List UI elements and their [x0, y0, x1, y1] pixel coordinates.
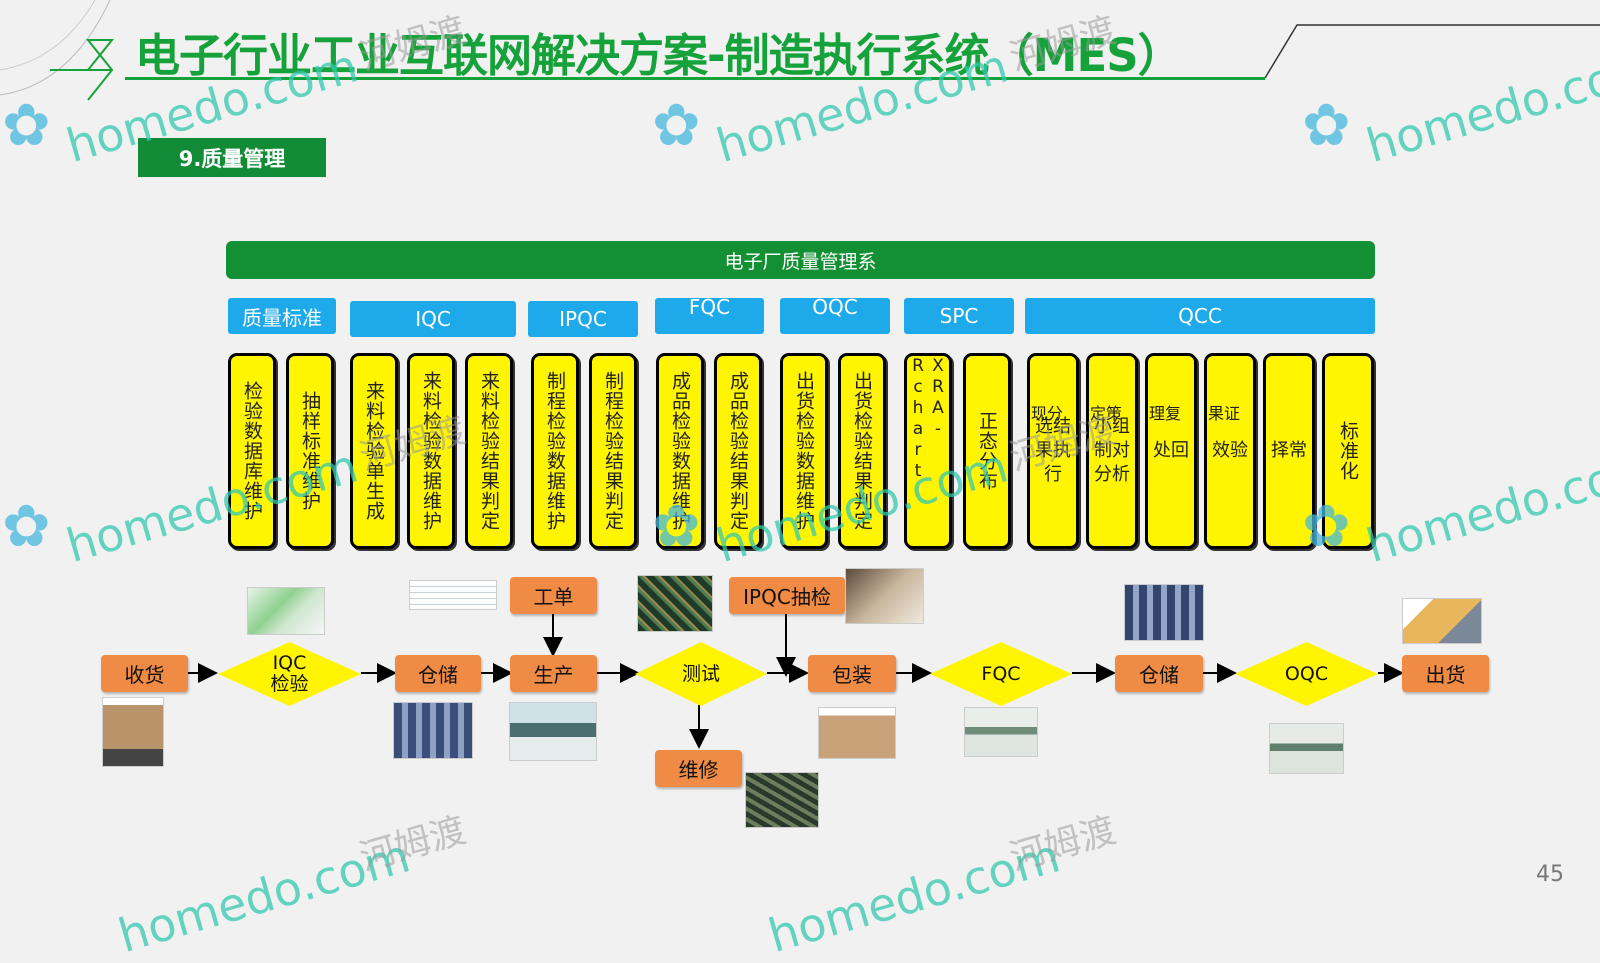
category-ipqc: IPQC — [528, 301, 638, 337]
photo-boxes-cart — [102, 697, 164, 767]
category-spc: SPC — [904, 298, 1014, 334]
function-box: 抽样标准维护 — [286, 353, 334, 549]
category-quality-standard: 质量标准 — [228, 298, 336, 334]
function-box: 成品检验结果判定 — [714, 353, 762, 549]
photo-hand-check — [845, 568, 924, 624]
photo-delivery-truck — [1402, 598, 1482, 644]
function-box: 择常 — [1263, 353, 1315, 549]
process-work-order: 工单 — [510, 577, 597, 614]
photo-screen — [409, 580, 497, 610]
qcc-fragment: 定策 — [1090, 404, 1123, 423]
photo-oqc-line — [1269, 723, 1344, 774]
process-packing: 包装 — [808, 655, 896, 692]
function-box: 检验数据库维护 — [228, 353, 276, 549]
process-storage-2: 仓储 — [1115, 655, 1203, 692]
function-box: 选结果执行 — [1027, 353, 1079, 549]
page-number: 45 — [1536, 862, 1564, 887]
qcc-fragment: 现分 — [1031, 404, 1064, 423]
photo-inspection — [247, 587, 325, 635]
title-underline — [125, 77, 1265, 80]
process-receive: 收货 — [101, 655, 188, 692]
photo-fqc-line — [964, 707, 1038, 757]
function-box: 效验 — [1204, 353, 1256, 549]
category-qcc: QCC — [1025, 298, 1375, 334]
category-iqc: IQC — [350, 301, 516, 337]
photo-cartons — [818, 707, 896, 759]
function-box: 小组制对分析 — [1086, 353, 1138, 549]
watermark-flower-icon: ✿ — [1302, 91, 1351, 159]
process-test-diamond: 测试 — [635, 642, 767, 706]
photo-production-line — [509, 702, 597, 761]
function-box: 来料检验单生成 — [350, 353, 398, 549]
function-box: 来料检验数据维护 — [407, 353, 455, 549]
qcc-fragment: 果证 — [1208, 404, 1241, 423]
photo-repair — [745, 772, 819, 828]
function-box: 成品检验数据维护 — [656, 353, 704, 549]
process-arrows — [188, 614, 1404, 749]
photo-circuit-board — [637, 575, 713, 632]
process-ship: 出货 — [1402, 655, 1489, 692]
qcc-fragment: 理复 — [1149, 404, 1182, 423]
function-box: 处回 — [1145, 353, 1197, 549]
function-box: 出货检验数据维护 — [780, 353, 828, 549]
function-box: 制程检验数据维护 — [531, 353, 579, 549]
watermark-flower-icon: ✿ — [2, 492, 51, 560]
process-iqc-diamond: IQC 检验 — [218, 642, 361, 706]
watermark-flower-icon: ✿ — [2, 91, 51, 159]
function-box: 制程检验结果判定 — [589, 353, 637, 549]
process-fqc-diamond: FQC — [930, 642, 1072, 706]
system-banner: 电子厂质量管理系 — [226, 241, 1375, 279]
function-box: 出货检验结果判定 — [838, 353, 886, 549]
category-oqc: OQC — [780, 298, 890, 334]
process-storage-1: 仓储 — [395, 655, 481, 692]
photo-warehouse-1 — [393, 702, 473, 759]
process-ipqc-sampling: IPQC抽检 — [729, 577, 845, 614]
watermark-flower-icon: ✿ — [1302, 492, 1351, 560]
watermark-flower-icon: ✿ — [652, 492, 701, 560]
watermark-flower-icon: ✿ — [652, 91, 701, 159]
process-repair: 维修 — [655, 750, 742, 787]
photo-warehouse-2 — [1124, 584, 1204, 641]
function-box: 标准化 — [1322, 353, 1374, 549]
header-decoration — [0, 0, 1600, 101]
category-fqc: FQC — [655, 298, 764, 334]
process-production: 生产 — [510, 655, 597, 692]
page-title: 电子行业工业互联网解决方案-制造执行系统（MES） — [135, 29, 1183, 82]
function-box: 来料检验结果判定 — [465, 353, 513, 549]
function-box: XRA-Rchart — [904, 353, 952, 549]
section-label: 9.质量管理 — [138, 138, 326, 177]
process-oqc-diamond: OQC — [1235, 642, 1378, 706]
function-box: 正态分布 — [963, 353, 1011, 549]
